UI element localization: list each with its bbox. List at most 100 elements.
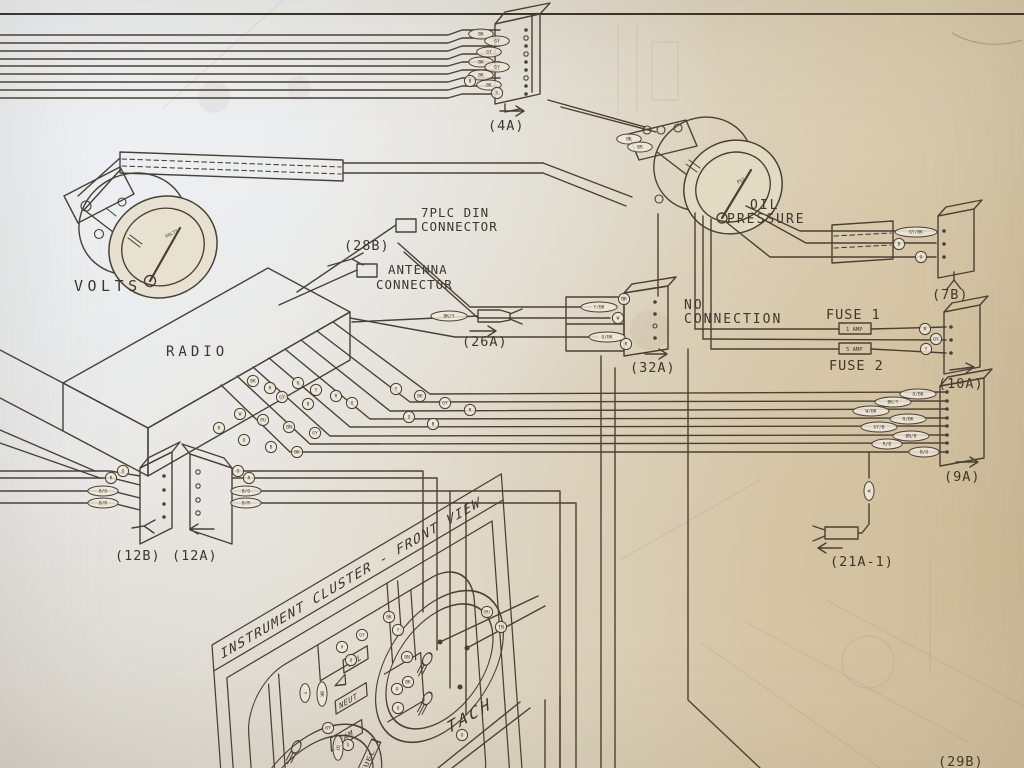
svg-text:GY: GY (325, 726, 331, 732)
svg-text:Y: Y (925, 347, 928, 353)
wire-color-chip: Y (391, 623, 405, 637)
cluster-tach-label: TACH (447, 693, 492, 739)
wire-color-chip: O (345, 396, 359, 410)
arrow-9a (955, 456, 979, 468)
connector-21a1 (812, 451, 870, 554)
svg-text:Y: Y (301, 692, 307, 695)
svg-text:BK: BK (318, 691, 324, 697)
svg-text:TN: TN (498, 625, 504, 631)
wire-color-chip: GY (476, 46, 502, 58)
antenna-connector (278, 263, 378, 306)
svg-text:R: R (269, 386, 272, 392)
fork-12b (131, 519, 156, 534)
wire-color-chip: R (329, 389, 343, 403)
volts-gauge: VOLTS (63, 166, 218, 299)
no-connection-1: NO (684, 298, 704, 313)
ref-26a: (26A) (462, 334, 508, 350)
svg-text:O: O (397, 706, 400, 712)
svg-text:O: O (920, 255, 923, 261)
wire-color-chip: W (863, 481, 875, 501)
fork-7b (946, 271, 962, 290)
wire-color-chip: Y (309, 383, 323, 397)
wire-color-chip: GY (332, 735, 344, 761)
svg-text:GY: GY (486, 50, 492, 56)
wire-color-chip: B (892, 237, 906, 251)
svg-text:R: R (218, 426, 221, 432)
svg-text:BK: BK (294, 450, 300, 456)
wire-color-chip: Y (919, 342, 933, 356)
arrow-12a (189, 523, 215, 535)
svg-text:GY: GY (494, 39, 500, 45)
svg-text:O/BK: O/BK (912, 392, 923, 398)
ref-29b: (29B) (938, 754, 984, 768)
fuse2-amp: 5 AMP (846, 347, 863, 353)
svg-text:O: O (297, 381, 300, 387)
wire-color-chip: W/BK (852, 405, 890, 417)
svg-text:PU: PU (260, 418, 266, 424)
wire-color-chip: BK (468, 28, 494, 40)
wires-oil-to-7b (657, 205, 937, 350)
ref-9a: (9A) (944, 469, 981, 485)
arrow-4a (499, 105, 525, 117)
svg-text:B: B (432, 422, 435, 428)
svg-text:O/BK: O/BK (601, 335, 612, 341)
wire-color-chip: O (344, 653, 358, 667)
svg-text:W: W (617, 316, 620, 322)
wire-color-chip: Y (299, 683, 311, 703)
wire-color-chip: GY (438, 396, 452, 410)
svg-text:V: V (341, 645, 344, 651)
svg-text:BK: BK (478, 60, 484, 66)
wire-color-chip: BN (282, 420, 296, 434)
wire-color-chip: GY (321, 721, 335, 735)
wire-color-chip: PU (480, 605, 494, 619)
wire-color-chip: BR (627, 141, 653, 153)
cluster-feed-wires (231, 470, 577, 768)
wires-to-oil-gauge (547, 99, 657, 133)
wire-color-chip: R (463, 403, 477, 417)
wire-color-chip: R/B (871, 438, 903, 450)
wire-color-chip: O (391, 701, 405, 715)
radio-fanout (220, 321, 948, 453)
svg-text:R: R (335, 394, 338, 400)
wire-color-chip: GY/B (860, 421, 898, 433)
ref-21a1: (21A-1) (830, 554, 894, 570)
wire-color-chip: GY (484, 61, 510, 73)
wire-color-chip: R (918, 322, 932, 336)
svg-text:BK/Y: BK/Y (887, 400, 898, 406)
wire-color-chip: BK/Y (874, 396, 912, 408)
wire-color-chip: B (264, 440, 278, 454)
wire-color-chip: GY (484, 35, 510, 47)
wire-color-chip: BK (382, 610, 396, 624)
wire-color-chip: Y (389, 382, 403, 396)
oil-pressure-gauge: PSI (627, 116, 783, 235)
wire-color-chip: GY (275, 390, 289, 404)
radio-label: RADIO (166, 344, 228, 360)
wire-color-chip: O (116, 464, 130, 478)
wire-color-chip: PU (256, 413, 270, 427)
svg-text:BK: BK (486, 83, 492, 89)
svg-text:B: B (307, 402, 310, 408)
connector-7b (937, 199, 983, 290)
svg-text:GY/B: GY/B (873, 425, 884, 431)
wire-color-chip: R (263, 381, 277, 395)
fuse1-label: FUSE 1 (826, 307, 881, 323)
connector-10a (943, 295, 989, 375)
oil-pressure-label-2: PRESSURE (727, 212, 806, 227)
svg-text:Y: Y (496, 91, 499, 97)
svg-text:GY: GY (933, 337, 939, 343)
wire-color-chip: B (301, 397, 315, 411)
svg-text:BK: BK (417, 394, 423, 400)
volts-label: VOLTS (74, 277, 142, 295)
fuse-block (694, 322, 947, 355)
svg-text:R: R (625, 342, 628, 348)
wire-color-chip: B (426, 417, 440, 431)
svg-text:B/O: B/O (920, 450, 929, 456)
oil-face-text: PSI (736, 176, 746, 185)
svg-text:R: R (924, 327, 927, 333)
svg-text:R: R (469, 408, 472, 414)
svg-text:B/O: B/O (242, 489, 251, 495)
svg-text:R/BK: R/BK (902, 417, 913, 423)
wire-color-chip: O (402, 410, 416, 424)
wire-color-chip: Y (490, 86, 504, 100)
arrow-32a (644, 348, 668, 360)
